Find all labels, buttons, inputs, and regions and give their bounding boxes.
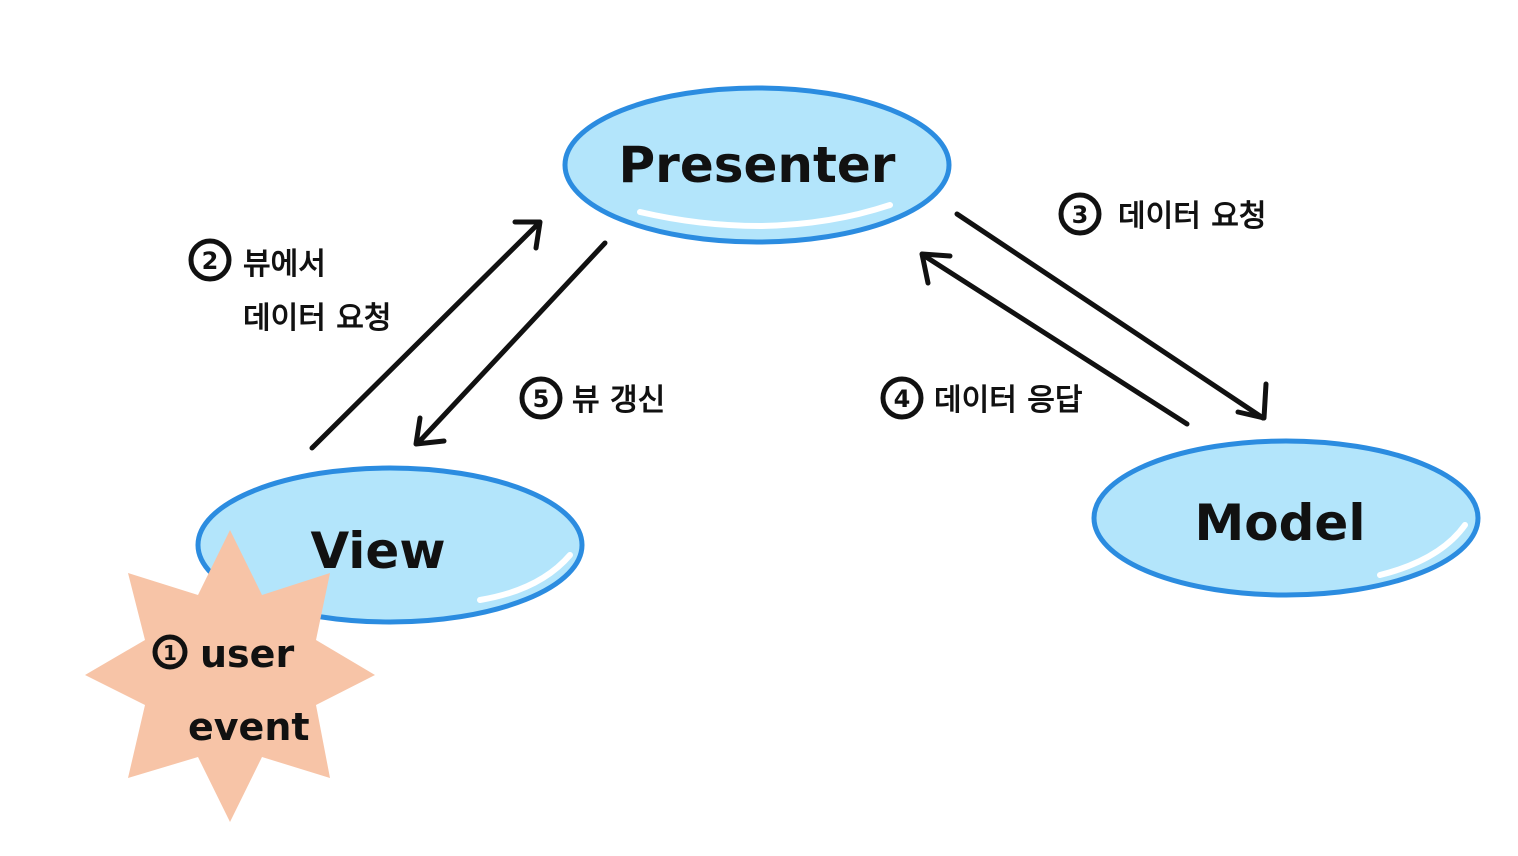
view-node: View <box>195 465 585 625</box>
view-highlight <box>477 552 573 603</box>
view-label: View <box>310 522 445 580</box>
model-node: Model <box>1091 438 1481 598</box>
model-label: Model <box>1195 494 1366 552</box>
presenter-ellipse <box>562 85 952 245</box>
step5-number: 5 <box>533 385 550 413</box>
step2-number: 2 <box>202 247 219 275</box>
model-ellipse <box>1091 438 1481 598</box>
step2-number-circle <box>188 238 232 282</box>
step1-line2: event <box>188 705 310 749</box>
view-ellipse <box>195 465 585 625</box>
step3-label: 3 데이터 요청 <box>1058 192 1266 236</box>
step2-label: 2 뷰에서 데이터 요청 <box>188 238 391 336</box>
arrow-presenter-to-model <box>954 211 1269 421</box>
presenter-highlight <box>637 202 893 230</box>
arrow-model-to-presenter <box>919 251 1190 427</box>
step2-line2: 데이터 요청 <box>243 301 391 336</box>
step4-label: 4 데이터 응답 <box>880 376 1083 420</box>
step3-number: 3 <box>1072 201 1089 229</box>
step1-line1: user <box>200 632 294 676</box>
arrow-presenter-to-view <box>413 240 608 447</box>
step4-text: 데이터 응답 <box>934 383 1083 418</box>
step4-number: 4 <box>894 385 911 413</box>
user-event-burst: 1 user event <box>85 530 375 822</box>
model-highlight <box>1377 522 1468 578</box>
step5-label: 5 뷰 갱신 <box>519 376 665 420</box>
presenter-label: Presenter <box>619 136 896 194</box>
step1-number: 1 <box>163 641 177 665</box>
step3-number-circle <box>1058 192 1102 236</box>
burst-shape <box>85 530 375 822</box>
arrow-view-to-presenter <box>309 219 543 451</box>
step5-text: 뷰 갱신 <box>572 383 665 418</box>
step3-text: 데이터 요청 <box>1118 199 1266 234</box>
step5-number-circle <box>519 376 563 420</box>
step1-number-circle <box>152 634 188 670</box>
step2-line1: 뷰에서 <box>243 247 326 282</box>
presenter-node: Presenter <box>562 85 952 245</box>
step4-number-circle <box>880 376 924 420</box>
